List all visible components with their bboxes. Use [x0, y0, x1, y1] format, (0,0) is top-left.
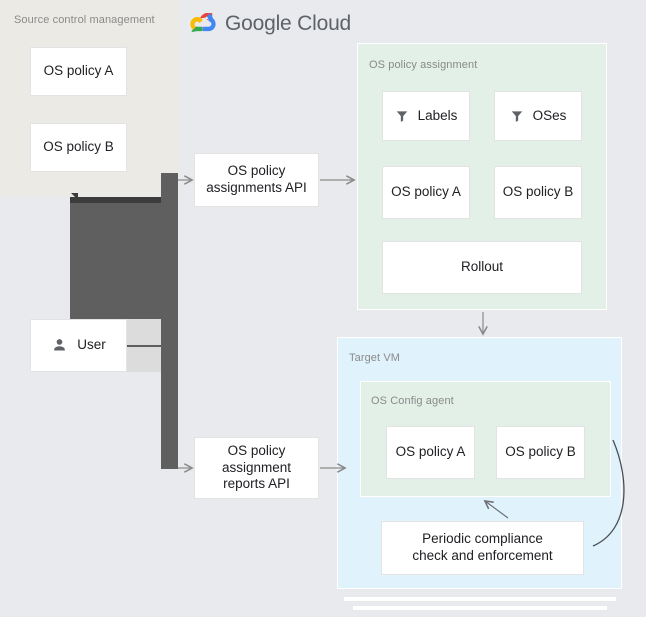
periodic-compliance-box[interactable]: Periodic compliance check and enforcemen…: [381, 521, 584, 575]
google-cloud-logo-icon: [190, 12, 216, 36]
connector-top-bar: [70, 197, 169, 203]
target-vm-label: Target VM: [349, 352, 401, 364]
labels-filter-label: Labels: [417, 107, 458, 123]
rollout-box[interactable]: Rollout: [382, 241, 582, 294]
os-policy-assignment-reports-api-line-3: reports API: [223, 476, 290, 492]
labels-filter-box[interactable]: Labels: [382, 91, 470, 141]
connector-up-arrowhead-icon: [64, 193, 78, 200]
os-policy-assignments-api-line-2: assignments API: [206, 180, 307, 195]
oses-filter-label: OSes: [532, 107, 567, 123]
os-policy-assignment-reports-api-line-1: OS policy: [227, 442, 286, 458]
filter-icon: [510, 109, 524, 123]
vm-stack-sheet-1: [344, 597, 616, 601]
scm-os-policy-a-label: OS policy A: [43, 63, 114, 79]
connector-vertical-bar: [161, 173, 178, 469]
source-control-management-label: Source control management: [14, 14, 155, 26]
filter-icon: [395, 109, 409, 123]
google-cloud-brand: Google Cloud: [190, 12, 351, 36]
os-policy-assignment-reports-api-line-2: assignment: [221, 459, 292, 475]
os-config-agent-label: OS Config agent: [371, 395, 454, 407]
periodic-compliance-line-2: check and enforcement: [412, 548, 553, 563]
user-box[interactable]: User: [30, 319, 127, 372]
agent-os-policy-a-box[interactable]: OS policy A: [386, 426, 475, 479]
agent-os-policy-b-box[interactable]: OS policy B: [496, 426, 585, 479]
brand-cloud-text: Cloud: [297, 12, 352, 35]
assignment-os-policy-a-box[interactable]: OS policy A: [382, 166, 470, 219]
user-label: User: [77, 337, 106, 353]
rollout-label: Rollout: [460, 259, 504, 275]
assignment-os-policy-b-box[interactable]: OS policy B: [494, 166, 582, 219]
periodic-compliance-line-1: Periodic compliance: [422, 531, 543, 547]
agent-os-policy-b-label: OS policy B: [505, 444, 576, 460]
brand-text: Google Cloud: [225, 12, 351, 36]
assignment-os-policy-a-label: OS policy A: [391, 184, 461, 200]
scm-os-policy-b-label: OS policy B: [43, 139, 114, 155]
brand-google-text: Google: [225, 12, 292, 35]
oses-filter-box[interactable]: OSes: [494, 91, 582, 141]
person-icon: [51, 337, 68, 354]
scm-os-policy-a-box[interactable]: OS policy A: [30, 47, 127, 96]
os-policy-assignments-api-box[interactable]: OS policy assignments API: [194, 153, 319, 207]
scm-os-policy-b-box[interactable]: OS policy B: [30, 123, 127, 172]
os-policy-assignment-label: OS policy assignment: [369, 59, 478, 71]
assignment-os-policy-b-label: OS policy B: [502, 184, 574, 200]
vm-stack-sheet-2: [353, 606, 607, 610]
os-policy-assignment-reports-api-box[interactable]: OS policy assignment reports API: [194, 437, 319, 499]
agent-os-policy-a-label: OS policy A: [395, 444, 466, 460]
os-policy-assignments-api-line-1: OS policy: [227, 163, 286, 179]
connector-gray-line: [126, 345, 170, 347]
